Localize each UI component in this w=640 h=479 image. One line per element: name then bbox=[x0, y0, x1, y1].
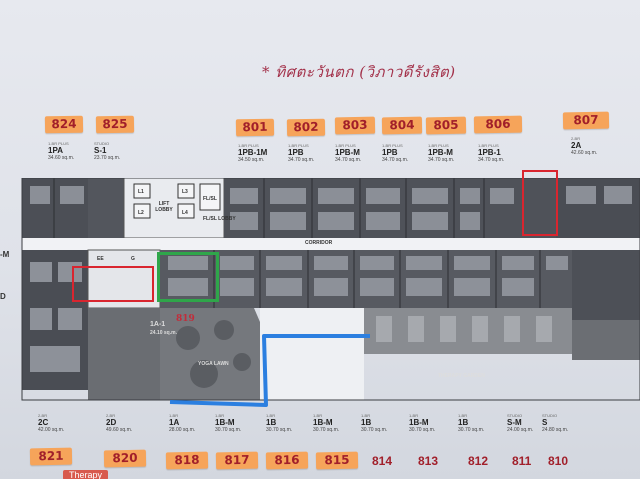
lift-label-l4: L4 bbox=[182, 210, 188, 216]
sticky-note-820: 820 bbox=[103, 449, 147, 468]
sticky-note-816: 816 bbox=[265, 451, 309, 470]
sticky-note-804: 804 bbox=[381, 116, 423, 135]
handwritten-title: * ทิศตะวันตก (วิภาวดีรังสิต) bbox=[262, 63, 456, 81]
green-highlight-box bbox=[157, 252, 219, 302]
handwritten-812: 812 bbox=[468, 454, 489, 468]
sticky-note-801: 801 bbox=[235, 118, 275, 137]
sticky-note-815: 815 bbox=[315, 451, 359, 470]
sticky-note-803: 803 bbox=[334, 116, 376, 135]
handwritten-811: 811 bbox=[512, 454, 532, 468]
yoga-lawn-label: YOGA LAWN bbox=[198, 361, 229, 367]
corridor-label: CORRIDOR bbox=[305, 240, 333, 246]
therapy-tag: Therapy bbox=[63, 470, 109, 479]
red-highlight-box bbox=[72, 266, 154, 302]
unit-1a1-label: 1A-1 bbox=[150, 321, 166, 328]
lift-label-l1: L1 bbox=[138, 189, 144, 195]
lift-lobby-label: LIFT LOBBY bbox=[155, 201, 173, 213]
sticky-note-825: 825 bbox=[95, 115, 135, 134]
left-edge-d-label: D bbox=[0, 292, 6, 301]
sticky-note-818: 818 bbox=[165, 451, 209, 470]
sticky-note-805: 805 bbox=[425, 116, 467, 135]
sticky-note-807: 807 bbox=[562, 111, 610, 130]
fl-sl-lobby-label: FL/SL LOBBY bbox=[203, 216, 236, 222]
sticky-note-824: 824 bbox=[44, 115, 84, 134]
sticky-note-817: 817 bbox=[215, 451, 259, 470]
sticky-note-821: 821 bbox=[29, 447, 73, 466]
sticky-note-806: 806 bbox=[473, 115, 523, 134]
unit-1a1-area-label: 24.10 sq.m. bbox=[150, 330, 177, 336]
lift-label-l3: L3 bbox=[182, 189, 188, 195]
lift-label-l2: L2 bbox=[138, 210, 144, 216]
handwritten-813: 813 bbox=[418, 454, 439, 468]
g-label: G bbox=[131, 256, 135, 262]
therapy-garden-label: THERAPY GARDEN bbox=[438, 373, 485, 379]
ee-label: EE bbox=[97, 256, 104, 262]
red-highlight-box bbox=[522, 170, 558, 236]
handwritten-819: 819 bbox=[176, 314, 195, 324]
fl-sl-label: FL/SL bbox=[203, 196, 217, 202]
left-edge-m-label: -M bbox=[0, 250, 10, 259]
sticky-note-802: 802 bbox=[286, 118, 326, 137]
handwritten-810: 810 bbox=[548, 454, 569, 468]
handwritten-814: 814 bbox=[372, 454, 393, 468]
